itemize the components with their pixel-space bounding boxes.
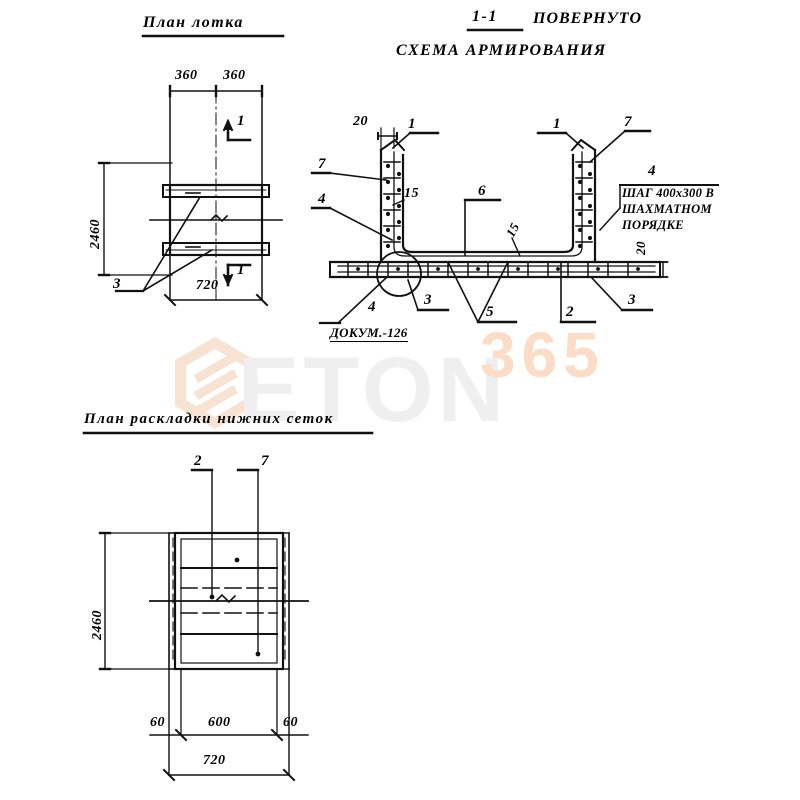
view-plan-tray-geometry [97, 34, 285, 307]
section-mark-4-document: 4 [368, 299, 376, 315]
section-mark-4-left: 4 [318, 191, 326, 207]
plan-tray-dim-vertical: 2460 [88, 219, 103, 249]
section-title-rotated-note: ПОВЕРНУТО [533, 10, 643, 27]
section-dim-wall-thickness: 20 [353, 114, 368, 129]
view-plan-meshes-geometry [82, 431, 374, 782]
section-title-number: 1-1 [472, 8, 498, 25]
view-section-geometry [310, 28, 719, 325]
section-note-spacing-line1: ШАГ 400х300 В [622, 186, 715, 200]
plan-meshes-dim-right-60: 60 [283, 715, 298, 730]
section-mark-1-topleft: 1 [408, 116, 416, 132]
plan-tray-section-mark-top: 1 [237, 113, 245, 129]
plan-meshes-dim-vertical: 2460 [90, 610, 105, 640]
section-mark-5-bottom: 5 [486, 304, 494, 320]
plan-meshes-title: План раскладки нижних сеток [84, 411, 334, 427]
plan-meshes-dim-center-600: 600 [208, 715, 231, 730]
plan-meshes-dim-left-60: 60 [150, 715, 165, 730]
plan-tray-mark-3: 3 [113, 276, 121, 292]
section-mark-2-bottom: 2 [566, 304, 574, 320]
section-mark-1-topright: 1 [553, 116, 561, 132]
plan-meshes-mark-7: 7 [261, 453, 269, 469]
section-note-mark-4: 4 [648, 163, 656, 179]
section-note-document: ДОКУМ.-126 [330, 325, 408, 343]
bottom-slab-stirrups [347, 261, 629, 278]
section-mark-3-bottomleft: 3 [424, 292, 432, 308]
section-title-scheme: СХЕМА АРМИРОВАНИЯ [396, 42, 607, 59]
section-mark-15-wall: 15 [404, 186, 419, 201]
section-mark-7-left: 7 [318, 156, 326, 172]
left-wall-bars [385, 163, 402, 249]
section-mark-6: 6 [478, 183, 486, 199]
plan-meshes-dim-total-720: 720 [203, 753, 226, 768]
plan-tray-title: План лотка [143, 14, 244, 31]
section-mark-7-right: 7 [624, 114, 632, 130]
section-dim-slab-thickness: 20 [633, 241, 648, 255]
plan-meshes-mark-2: 2 [194, 453, 202, 469]
section-note-spacing-line3: ПОРЯДКЕ [622, 218, 684, 232]
plan-tray-section-mark-bottom: 1 [237, 262, 245, 278]
section-note-spacing-line2: ШАХМАТНОМ [622, 202, 712, 216]
section-mark-3-bottomright: 3 [628, 292, 636, 308]
plan-tray-dim-top-right: 360 [223, 68, 246, 83]
plan-tray-dim-top-left: 360 [175, 68, 198, 83]
plan-tray-dim-bottom: 720 [196, 278, 219, 293]
right-wall-bars [577, 163, 593, 249]
